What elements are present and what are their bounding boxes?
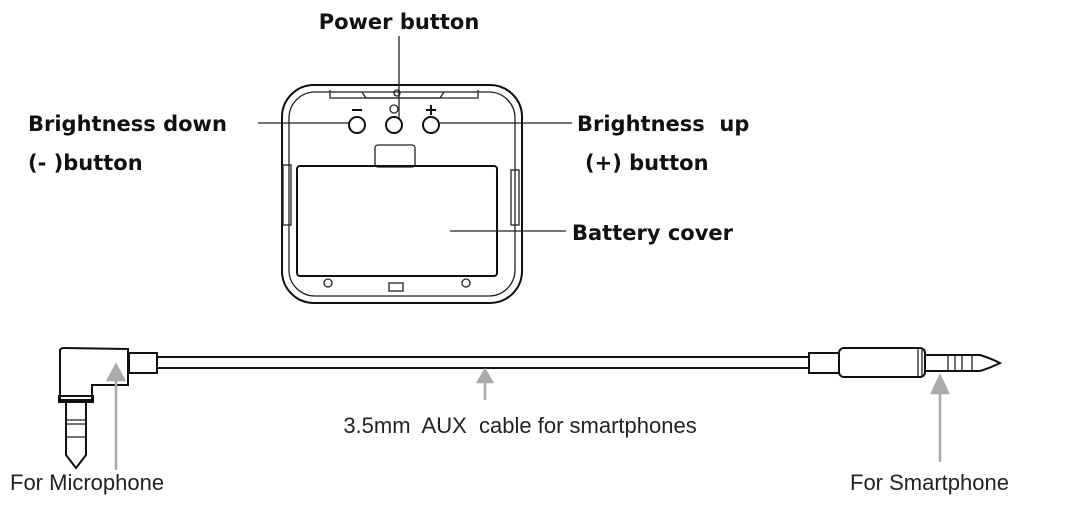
microphone-arrow — [105, 362, 127, 470]
microphone-plug — [65, 402, 87, 470]
battery-latch — [374, 144, 416, 168]
cable-caption: 3.5mm AUX cable for smartphones — [343, 413, 696, 438]
cable-wire — [156, 356, 810, 369]
right-angle-plug-body — [59, 346, 129, 401]
strain-relief-left — [128, 352, 158, 374]
battery-cover — [296, 165, 498, 277]
for-microphone-label: For Microphone — [10, 470, 164, 495]
power-button — [385, 116, 403, 134]
smartphone-arrow — [930, 373, 950, 462]
for-smartphone-label: For Smartphone — [850, 470, 1009, 495]
brightness-up-label-2: (+) button — [585, 151, 709, 175]
brightness-down-label-2: (- )button — [28, 151, 143, 175]
power-button-label: Power button — [319, 10, 480, 34]
straight-plug-body — [838, 347, 926, 378]
battery-cover-label: Battery cover — [572, 221, 734, 245]
smartphone-plug — [925, 354, 1003, 372]
cable-arrow — [475, 367, 495, 400]
brightness-up-button — [422, 116, 440, 134]
brightness-up-label: Brightness up — [577, 112, 749, 136]
aux-cable — [58, 346, 1003, 470]
brightness-down-label: Brightness down — [28, 112, 227, 136]
strain-relief-right — [808, 352, 840, 374]
brightness-down-button — [348, 116, 366, 134]
device-back-view — [281, 84, 523, 304]
